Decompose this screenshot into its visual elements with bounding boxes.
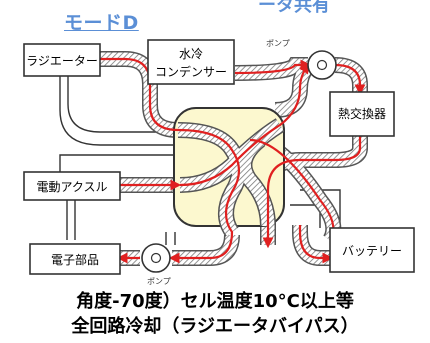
caption-line-1: 角度-70度）セル温度10°C以上等 (76, 291, 354, 312)
water-condenser-box (147, 39, 235, 85)
battery-box (329, 227, 415, 273)
pump-bottom (141, 243, 171, 273)
top-cut-label: ータ共有 (258, 0, 330, 16)
mode-title: モードD (64, 12, 139, 34)
heat-exchanger-label: 熱交換器 (338, 106, 386, 121)
caption-line-2: 全回路冷却（ラジエータバイパス） (71, 316, 359, 337)
pump-top (307, 50, 337, 80)
radiator-label: ラジエーター (26, 54, 98, 68)
radiator-box (23, 43, 101, 77)
flow-lines (99, 57, 366, 264)
component-boxes (23, 39, 415, 275)
electronics-box (29, 243, 121, 275)
water-condenser-label-2: コンデンサー (155, 64, 227, 79)
pump-top-label: ポンプ (266, 39, 290, 48)
electric-axle-box (23, 171, 121, 201)
electric-axle-label: 電動アクスル (36, 180, 107, 194)
pump-bottom-label: ポンプ (147, 277, 171, 286)
battery-label: バッテリー (342, 244, 402, 258)
heat-exchanger-box (329, 91, 395, 137)
electronics-label: 電子部品 (51, 252, 99, 267)
water-condenser-label-1: 水冷 (179, 47, 203, 61)
